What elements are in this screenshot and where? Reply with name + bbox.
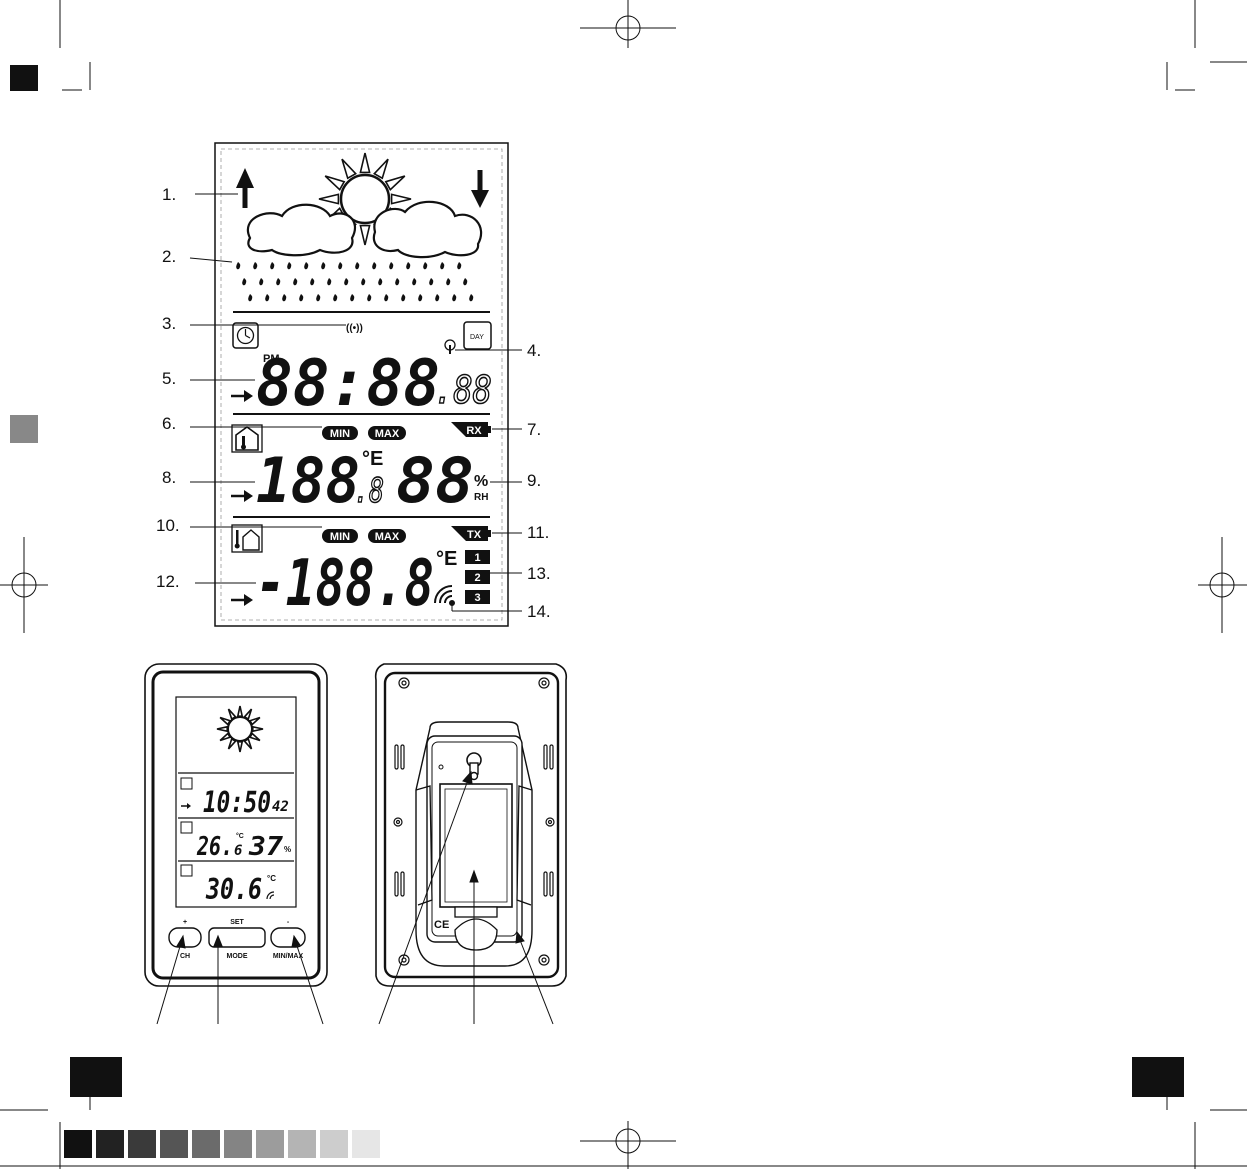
- callout-7: 7.: [527, 420, 541, 439]
- callout-9: 9.: [527, 471, 541, 490]
- registration-mark-left: [0, 537, 48, 633]
- front-outdoor-temp-unit: °C: [267, 874, 276, 883]
- minmax-button-bottom-label: MIN/MAX: [273, 953, 304, 960]
- gray-swatch: [192, 1130, 220, 1158]
- registration-mark-top: [580, 0, 676, 48]
- gray-swatch: [224, 1130, 252, 1158]
- outdoor-max-badge: MAX: [368, 529, 406, 543]
- callout-3: 3.: [162, 314, 176, 333]
- indoor-temp-unit: °E: [362, 448, 383, 470]
- callout-5: 5.: [162, 369, 176, 388]
- outdoor-temp-unit: °E: [436, 548, 457, 570]
- front-indoor-temp-unit: °C: [236, 832, 244, 840]
- time-seconds: .88: [434, 368, 492, 412]
- black-tab-bottom-right: [1132, 1057, 1184, 1097]
- front-device: 10:50 42 26. 6 °C 37 % 30.6 °C + CH SET …: [145, 664, 327, 1024]
- front-seconds: 42: [272, 799, 289, 815]
- callout-14: 14.: [527, 602, 551, 621]
- callout-2: 2.: [162, 247, 176, 266]
- indoor-min-badge: MIN: [322, 426, 358, 440]
- channel-1-label: 1: [474, 552, 480, 564]
- registration-mark-right: [1198, 537, 1247, 633]
- gray-swatch: [352, 1130, 380, 1158]
- gray-swatch: [128, 1130, 156, 1158]
- rcc-signal-icon: ((•)): [346, 323, 363, 334]
- set-button-top-label: SET: [230, 919, 244, 926]
- black-tab-bottom-left: [70, 1057, 122, 1097]
- front-humidity-unit: %: [284, 845, 291, 854]
- ce-mark: CE: [434, 919, 449, 931]
- callout-4: 4.: [527, 341, 541, 360]
- gray-marker-left: [10, 415, 38, 443]
- indoor-max-badge: MAX: [368, 426, 406, 440]
- day-label: DAY: [470, 334, 484, 341]
- indoor-temp-decimal: .8: [354, 471, 384, 511]
- reset-hole: [439, 765, 443, 769]
- humidity-unit: %: [474, 473, 488, 490]
- callout-10: 10.: [156, 516, 180, 535]
- front-indoor-temp: 26.: [196, 832, 233, 862]
- callout-1: 1.: [162, 185, 176, 204]
- registration-mark-bottom: [580, 1121, 676, 1169]
- outdoor-min-badge: MIN: [322, 529, 358, 543]
- ch-button-bottom-label: CH: [180, 953, 190, 960]
- callout-13: 13.: [527, 564, 551, 583]
- indoor-house-icon: [181, 822, 192, 833]
- tx-label: TX: [467, 529, 482, 541]
- front-indoor-temp-decimal: 6: [234, 843, 242, 859]
- day-calendar-icon: DAY: [464, 322, 491, 349]
- gray-swatch: [160, 1130, 188, 1158]
- alarm-clock-icon: [233, 323, 258, 348]
- battery-door: [440, 784, 512, 907]
- humidity-unit-rh: RH: [474, 492, 488, 503]
- ch-button-top-label: +: [183, 919, 187, 926]
- gray-swatch-strip: [64, 1130, 380, 1158]
- gray-swatch: [96, 1130, 124, 1158]
- clock-icon: [181, 778, 192, 789]
- max-label: MAX: [375, 531, 400, 543]
- outdoor-house-icon: [181, 865, 192, 876]
- callout-11: 11.: [527, 523, 549, 542]
- mode-button-bottom-label: MODE: [227, 953, 248, 960]
- humidity-digits: 88: [396, 444, 474, 517]
- outdoor-temp-digits: -188.8: [256, 547, 434, 621]
- battery-latch: [455, 907, 497, 950]
- min-label: MIN: [330, 428, 350, 440]
- gray-swatch: [256, 1130, 284, 1158]
- front-humidity: 37: [248, 832, 283, 862]
- channel-2-label: 2: [474, 572, 480, 584]
- channel-indicators: 1 2 3: [465, 550, 490, 604]
- front-time: 10:50: [203, 785, 271, 819]
- callout-8: 8.: [162, 468, 176, 487]
- gray-swatch: [320, 1130, 348, 1158]
- black-marker-top-left: [10, 65, 38, 91]
- max-label: MAX: [375, 428, 400, 440]
- front-outdoor-temp: 30.6: [205, 873, 262, 906]
- min-label: MIN: [330, 531, 350, 543]
- callout-12: 12.: [156, 572, 180, 591]
- callout-6: 6.: [162, 414, 176, 433]
- time-digits: 88:88: [256, 347, 440, 421]
- rx-label: RX: [466, 425, 482, 437]
- gray-swatch: [288, 1130, 316, 1158]
- indoor-temp-digits: 188: [256, 444, 360, 517]
- back-device: CE: [376, 664, 567, 1024]
- gray-swatch: [64, 1130, 92, 1158]
- channel-3-label: 3: [474, 592, 480, 604]
- lcd-diagram: ((•)) DAY PM 88:88 .88 MIN: [215, 143, 508, 626]
